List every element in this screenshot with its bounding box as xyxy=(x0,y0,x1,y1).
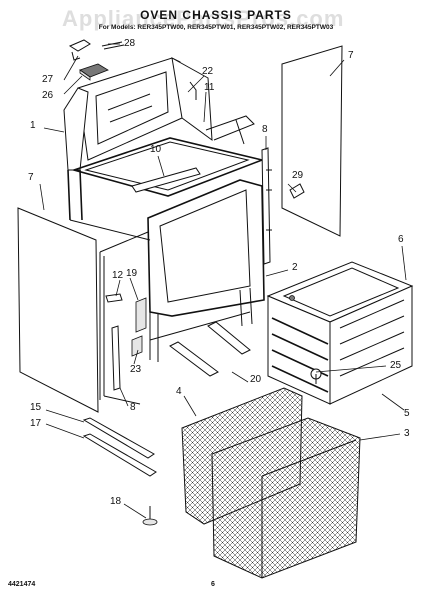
document-number: 4421474 xyxy=(8,581,36,588)
leader-lines xyxy=(39,43,407,519)
rack-assembly xyxy=(266,261,414,405)
page-number: 6 xyxy=(211,581,215,588)
insulation-blankets xyxy=(181,387,361,579)
callout-27: 27 xyxy=(42,74,54,85)
callout-26: 26 xyxy=(42,90,54,101)
callout-10: 10 xyxy=(150,144,162,155)
callout-8-left: 8 xyxy=(130,402,136,413)
callout-20: 20 xyxy=(250,374,262,385)
callout-2: 2 xyxy=(292,262,298,273)
diagram-title: OVEN CHASSIS PARTS xyxy=(140,8,292,22)
chassis-frame xyxy=(63,57,265,241)
callout-11: 11 xyxy=(204,82,215,93)
callout-4: 4 xyxy=(176,386,182,397)
callout-7-right: 7 xyxy=(348,50,354,61)
callout-3: 3 xyxy=(404,428,410,439)
callout-23: 23 xyxy=(130,364,142,375)
side-panel-right xyxy=(281,45,343,237)
callout-8-right: 8 xyxy=(262,124,268,135)
callout-28: 28 xyxy=(124,38,136,49)
clip-part-27 xyxy=(68,39,91,61)
strip-part-28 xyxy=(101,41,125,50)
callout-12: 12 xyxy=(112,270,124,281)
callout-1: 1 xyxy=(30,120,36,131)
rail-part-8-left xyxy=(105,293,123,391)
brackets-part-15-17 xyxy=(82,417,157,477)
callout-18: 18 xyxy=(110,496,122,507)
rail-part-8-right xyxy=(261,147,272,265)
callout-17: 17 xyxy=(30,418,42,429)
channels-part-20 xyxy=(169,321,251,377)
model-list: For Models: RER345PTW00, RER345PTW01, RE… xyxy=(98,24,334,31)
leveling-leg-part-18 xyxy=(142,506,158,526)
hinge-parts xyxy=(131,297,147,357)
cavity-frame xyxy=(99,179,265,405)
pad-part-26 xyxy=(79,63,109,81)
callout-7-left: 7 xyxy=(28,172,34,183)
callout-5: 5 xyxy=(404,408,410,419)
callout-29: 29 xyxy=(292,170,304,181)
callout-19: 19 xyxy=(126,268,138,279)
callout-22: 22 xyxy=(202,66,214,77)
callout-15: 15 xyxy=(30,402,42,413)
side-panel-left xyxy=(17,207,99,413)
callout-25: 25 xyxy=(390,360,402,371)
watermark: AppliancePartsPros.com xyxy=(62,6,345,31)
callout-6: 6 xyxy=(398,234,404,245)
